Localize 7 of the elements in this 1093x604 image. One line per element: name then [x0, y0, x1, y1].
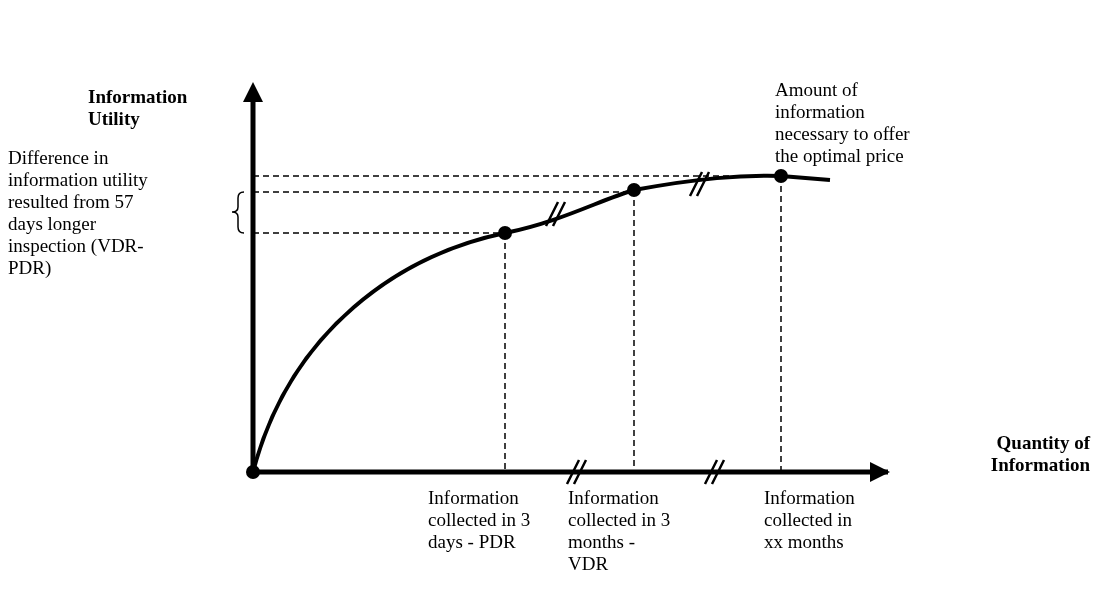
- annotation-text: Amount of information necessary to offer the optimal price: [775, 79, 911, 167]
- axis-label: Quantity of Information: [989, 432, 1090, 476]
- tick-label: Information collected in xx months: [764, 487, 856, 553]
- axis-label: Information Utility: [88, 86, 189, 130]
- tick-label: Information collected in 3 months - VDR: [568, 487, 672, 575]
- annotation-text: Difference in information utility resulted from 57 days longer inspection (VDR-PDR): [8, 147, 149, 279]
- tick-label: Information collected in 3 days - PDR: [428, 487, 532, 553]
